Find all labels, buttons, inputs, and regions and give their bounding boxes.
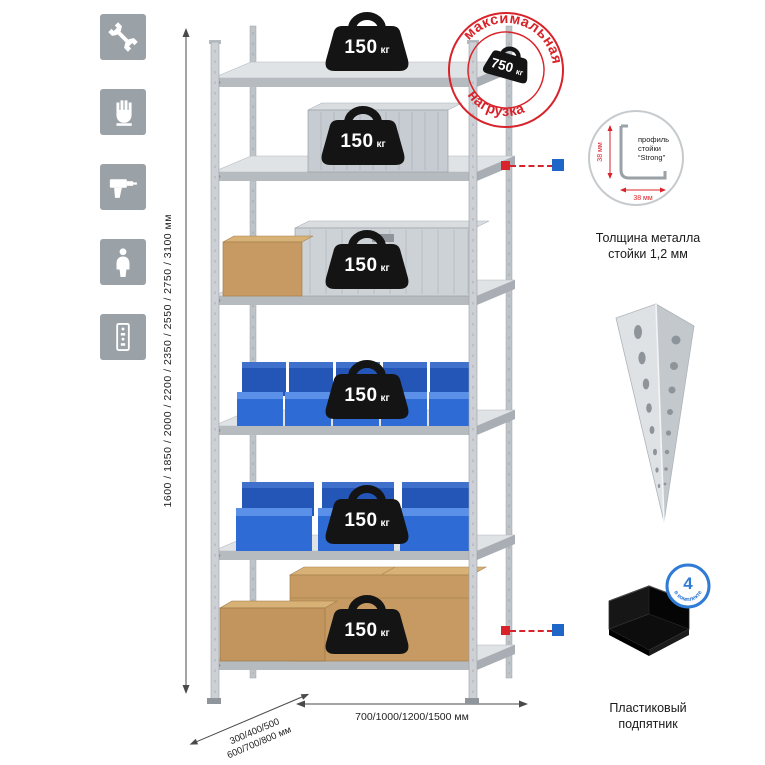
callout-marker-red-top [501,161,510,170]
profile-caption-line2: стойки 1,2 мм [608,247,688,262]
weight-value: 150 [344,385,378,406]
profile-caption: Толщина металла стойки 1,2 мм [560,230,736,263]
stamp-arc-bottom-text: нагрузка [461,85,531,128]
profile-label-2: стойки [638,144,661,153]
callout-line-bottom [510,630,553,632]
weight-icon [325,230,409,289]
feature-tile-post [100,314,146,360]
weight-unit: кг [380,45,390,56]
height-dimension-label: 1600 / 1850 / 2000 / 2200 / 2350 / 2550 … [156,28,180,694]
depth-dimension: 300/400/500 600/700/800 мм [188,690,322,765]
profile-dim-horizontal: 38 мм [633,195,653,202]
kit-badge: 4 в комплекте [665,563,711,609]
profile-label-1: профиль [638,135,669,144]
weight-value: 150 [344,37,378,58]
aluminum-case [294,220,490,297]
weight-unit: кг [380,263,390,274]
profile-drawing: 38 мм 38 мм профиль стойки “Strong” [597,124,669,202]
weight-value: 150 [344,510,378,531]
height-dimension-text: 1600 / 1850 / 2000 / 2200 / 2350 / 2550 … [162,214,174,508]
weight-unit: кг [380,518,390,529]
feature-tile-person [100,239,146,285]
weight-unit: кг [376,139,386,150]
drill-icon [109,179,137,198]
weight-icon [325,12,409,71]
width-dimension-label: 700/1000/1200/1500 мм [355,711,469,723]
height-dimension-line [182,28,190,694]
profile-label-3: “Strong” [638,153,666,162]
profile-detail-circle: 38 мм 38 мм профиль стойки “Strong” [588,110,684,206]
width-dimension-line [296,700,528,708]
callout-marker-red-bottom [501,626,510,635]
glove-icon [116,100,132,126]
profile-caption-line1: Толщина металла [595,231,701,245]
callout-marker-blue-bottom [552,624,564,636]
weight-icon [325,360,409,419]
person-icon [116,248,130,277]
stamp-value: 750 [489,55,515,76]
perforated-post-image [615,303,695,523]
stamp-unit: кг [515,67,525,78]
cardboard-box [222,235,314,297]
feature-tile-glove [100,89,146,135]
max-load-stamp: максимальная нагрузка 750 кг [448,4,572,128]
weight-icon [321,106,405,165]
weight-unit: кг [380,628,390,639]
wrench-icon [108,22,138,52]
foot-caption-line1: Пластиковый [609,701,687,715]
svg-text:нагрузка: нагрузка [461,85,531,128]
depth-dimension-line [189,693,310,745]
weight-unit: кг [380,393,390,404]
plastic-foot-image [608,585,690,656]
feature-tile-tools [100,14,146,60]
weight-value: 150 [344,255,378,276]
depth-dimension-line2: 600/700/800 мм [225,724,293,761]
weight-icon [325,595,409,654]
weight-value: 150 [340,131,374,152]
foot-caption: Пластиковый подпятник [560,700,736,733]
callout-line-top [510,165,553,167]
weight-value: 150 [344,620,378,641]
profile-dim-vertical: 38 мм [597,142,604,162]
callout-marker-blue-top [552,159,564,171]
stamp-weight-icon [482,46,528,84]
rack-post-icon [116,323,130,351]
kit-badge-value: 4 [683,574,693,593]
foot-caption-line2: подпятник [618,717,678,732]
feature-tile-drill [100,164,146,210]
weight-icon [325,485,409,544]
